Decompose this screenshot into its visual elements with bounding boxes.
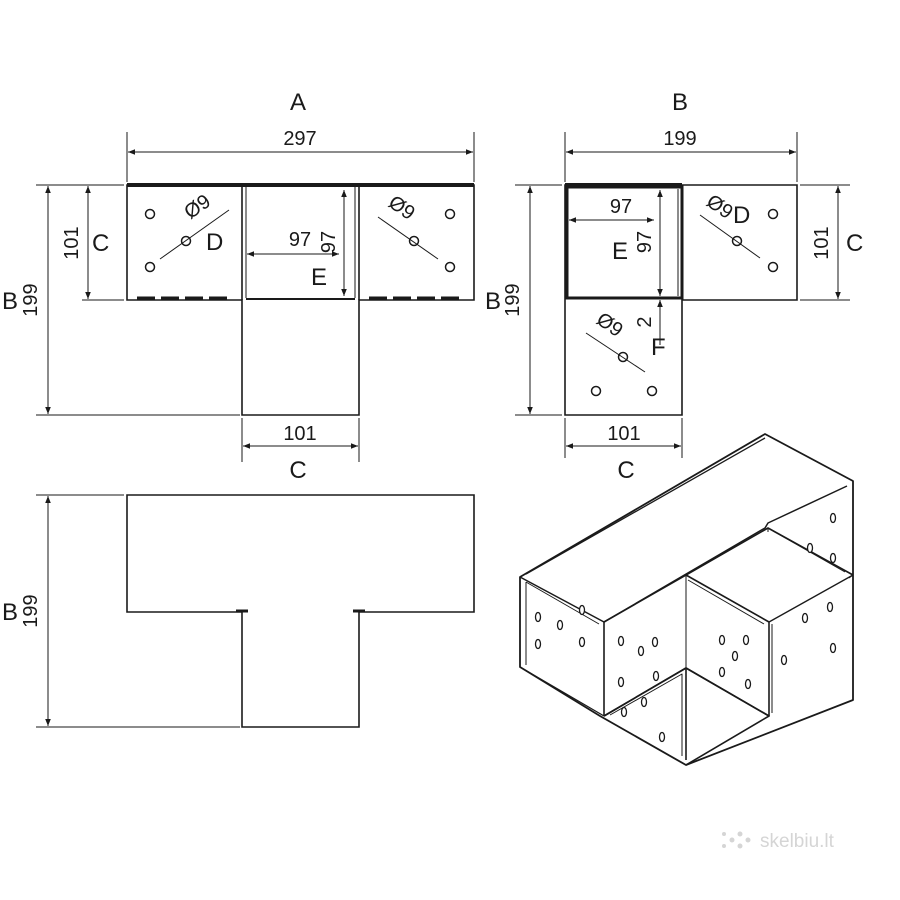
label-c-bottom: C: [289, 457, 306, 484]
dia-9-side-top: Ø9: [702, 190, 736, 223]
label-b-left: B: [2, 288, 18, 315]
dim-297: 297: [283, 128, 316, 150]
label-c-side-bottom: C: [617, 457, 634, 484]
dim-97-side-horizontal: 97: [610, 196, 632, 218]
front-outline: [126, 184, 475, 416]
isometric-view: [519, 433, 854, 766]
top-view: 199 B: [2, 494, 475, 728]
dim-2: 2: [634, 316, 656, 327]
dim-199-top-view: 199: [20, 594, 42, 627]
label-f: F: [651, 334, 666, 361]
dim-101-side-bottom: 101: [607, 423, 640, 445]
label-b-top-view: B: [2, 599, 18, 626]
dim-199-side: 199: [502, 283, 524, 316]
dim-199-left: 199: [20, 283, 42, 316]
label-c-side-right: C: [846, 230, 863, 257]
dim-199-top: 199: [663, 128, 696, 150]
dim-97-side-vertical: 97: [634, 231, 656, 253]
label-e-side: E: [612, 238, 628, 265]
dim-101-left: 101: [61, 226, 83, 259]
dim-97-horizontal: 97: [289, 229, 311, 251]
front-view: A 297 Ø9 D Ø9: [2, 89, 475, 484]
label-d-left: D: [206, 229, 223, 256]
label-d-side: D: [733, 202, 750, 229]
dim-101-side-right: 101: [811, 226, 833, 259]
label-b-side-left: B: [485, 288, 501, 315]
side-view: B 199 Ø9 D Ø9 97 97 E 2 F: [485, 89, 863, 484]
hole-group-right: Ø9: [377, 191, 456, 273]
label-b-side: B: [672, 89, 688, 116]
label-a: A: [290, 89, 306, 116]
dia-9-side-bottom: Ø9: [592, 308, 626, 341]
dim-97-vertical: 97: [318, 231, 340, 253]
watermark: skelbiu.lt: [722, 831, 835, 852]
dim-101-bottom: 101: [283, 423, 316, 445]
dia-9-left: Ø9: [180, 190, 214, 223]
label-e-front: E: [311, 264, 327, 291]
dia-9-right: Ø9: [384, 191, 418, 224]
watermark-text: skelbiu.lt: [760, 831, 835, 852]
side-outline: [564, 184, 798, 416]
hole-group-left: Ø9 D: [144, 190, 230, 273]
top-outline: [126, 494, 475, 728]
label-c-left: C: [92, 230, 109, 257]
